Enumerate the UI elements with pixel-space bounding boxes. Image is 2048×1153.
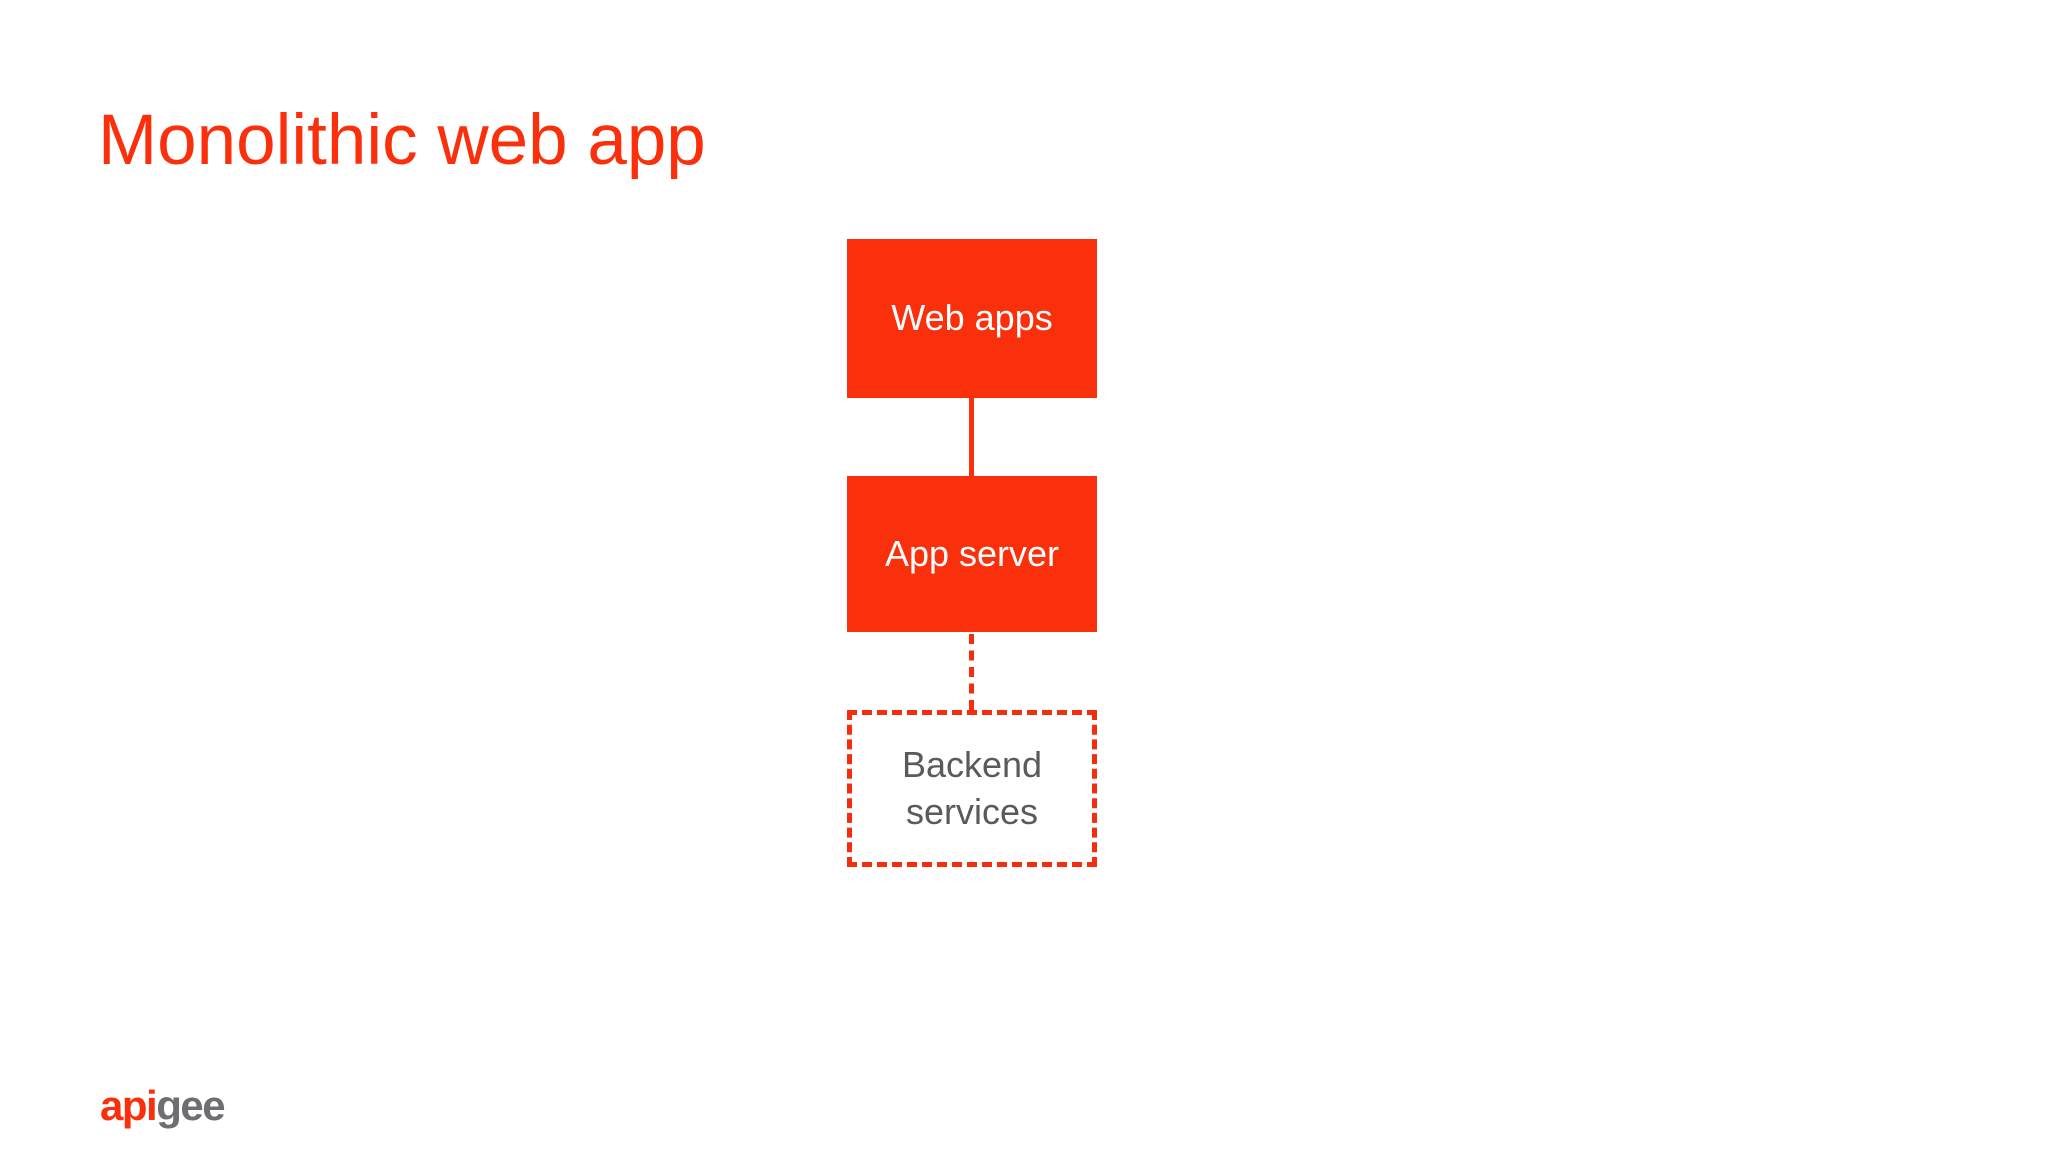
apigee-logo-gee-part: gee xyxy=(156,1082,225,1129)
page-title: Monolithic web app xyxy=(98,100,706,180)
diagram-node-backend-services-label: Backend services xyxy=(901,744,1043,832)
diagram-node-backend-services: Backend services xyxy=(847,710,1097,867)
diagram-node-app-server-label: App server xyxy=(884,532,1060,574)
diagram-node-app-server: App server xyxy=(847,476,1097,632)
connector-web-apps-to-app-server xyxy=(969,398,974,476)
diagram-node-web-apps: Web apps xyxy=(847,239,1097,398)
apigee-logo-api-part: api xyxy=(100,1082,158,1129)
connector-app-server-to-backend-services xyxy=(969,634,974,710)
apigee-logo: apigee xyxy=(100,1082,226,1130)
diagram-node-web-apps-label: Web apps xyxy=(891,297,1053,339)
